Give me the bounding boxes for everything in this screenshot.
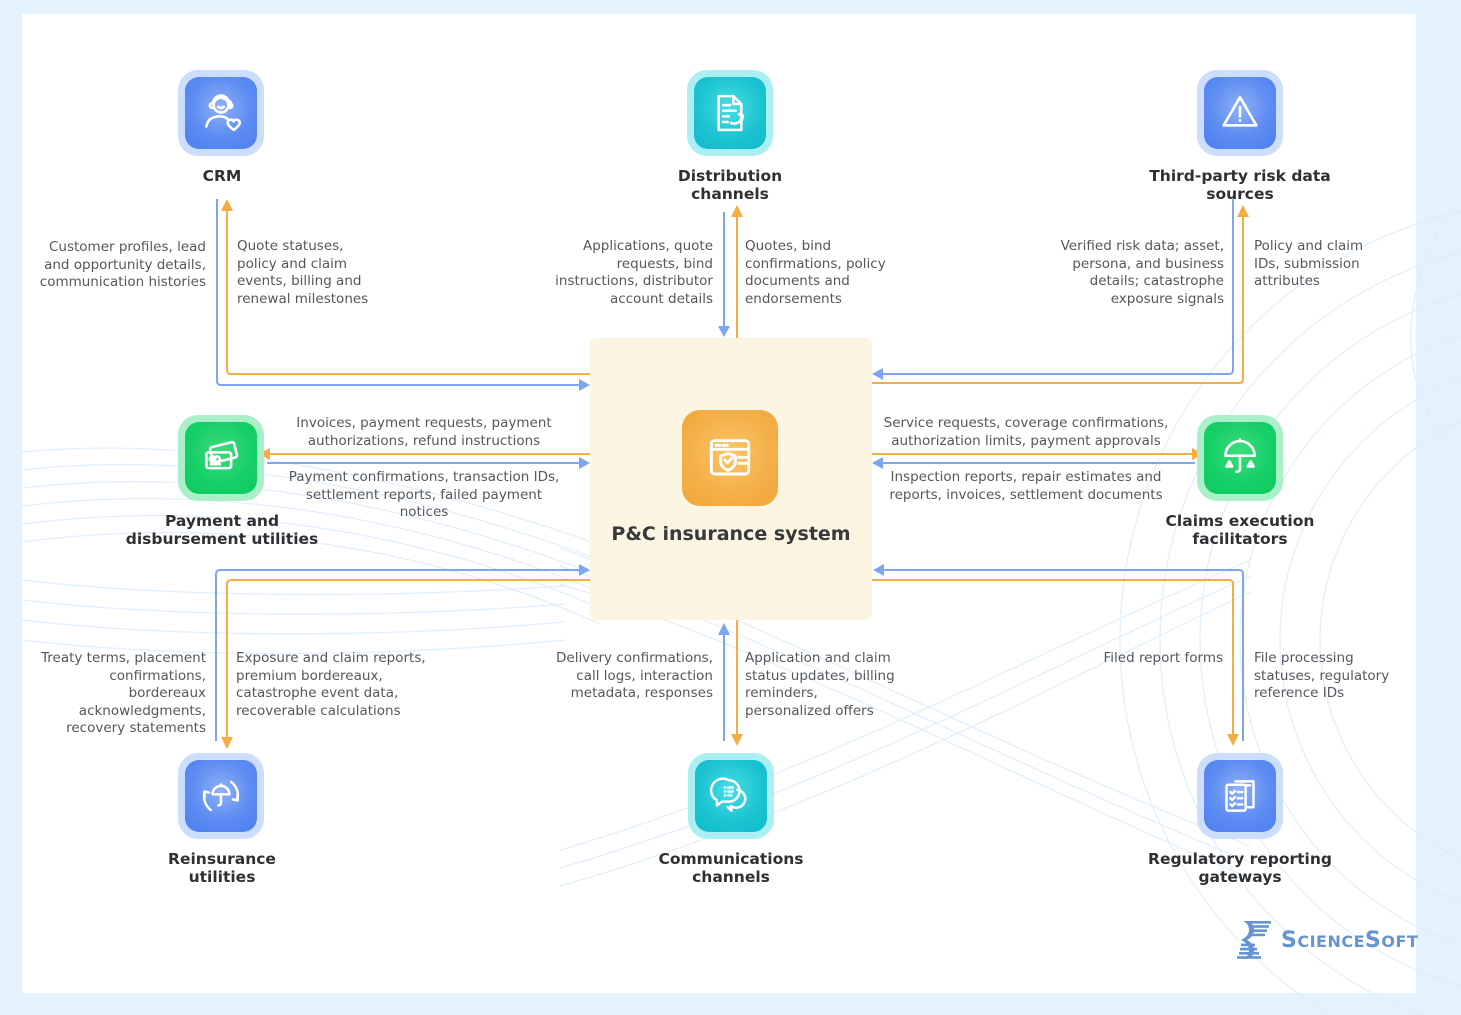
crm-to-system-label: Customer profiles, lead and opportunity … [39, 239, 206, 291]
logo-letters: cience [1297, 931, 1366, 951]
communications-title: Communications channels [658, 850, 804, 887]
reinsurance-to-node-label: Exposure and claim reports, premium bord… [236, 650, 426, 719]
third-party-node [1197, 70, 1283, 156]
regulatory-to-system-label: File processing statuses, regulatory ref… [1254, 650, 1390, 702]
communications-to-node-label: Application and claim status updates, bi… [745, 650, 895, 719]
warning-triangle-icon [1204, 77, 1276, 149]
reinsurance-node [178, 753, 264, 839]
distribution-title: Distribution channels [677, 167, 783, 204]
payment-node [178, 415, 264, 501]
claims-node [1197, 415, 1283, 501]
third-party-title: Third-party risk data sources [1149, 167, 1331, 204]
regulatory-node [1197, 753, 1283, 839]
distribution-to-system-label: Applications, quote requests, bind instr… [555, 238, 713, 307]
insurance-system-title: P&C insurance system [611, 523, 851, 545]
logo-letter: S [1365, 927, 1382, 953]
document-share-icon [694, 77, 766, 149]
distribution-node [687, 70, 773, 156]
reinsurance-title: Reinsurance utilities [168, 850, 276, 887]
reinsurance-to-system-label: Treaty terms, placement confirmations, b… [41, 650, 206, 737]
sciencesoft-logo-mark [1235, 921, 1271, 959]
regulatory-title: Regulatory reporting gateways [1148, 850, 1332, 887]
communications-to-system-label: Delivery confirmations, call logs, inter… [556, 650, 713, 702]
claims-to-system-label: Inspection reports, repair estimates and… [889, 469, 1163, 503]
communications-node [688, 753, 774, 839]
umbrella-cycle-icon [185, 760, 257, 832]
crm-node [178, 70, 264, 156]
crm-title: CRM [202, 167, 242, 185]
umbrella-claims-icon [1204, 422, 1276, 494]
logo-letters: oft [1381, 931, 1419, 951]
claims-title: Claims execution facilitators [1165, 512, 1315, 549]
insurance-system-box: P&C insurance system [590, 338, 872, 620]
sciencesoft-logo: ScienceSoft [1233, 919, 1418, 961]
third-party-to-node-label: Policy and claim IDs, submission attribu… [1254, 238, 1364, 290]
payment-to-node-label: Invoices, payment requests, payment auth… [296, 415, 552, 449]
sciencesoft-logo-text: ScienceSoft [1281, 928, 1418, 953]
insurance-system-icon [682, 410, 778, 506]
third-party-to-system-label: Verified risk data; asset, persona, and … [1060, 238, 1224, 307]
person-heart-icon [185, 77, 257, 149]
logo-letter: S [1281, 927, 1298, 953]
chat-bubbles-icon [695, 760, 767, 832]
distribution-to-node-label: Quotes, bind confirmations, policy docum… [745, 238, 886, 307]
payment-title: Payment and disbursement utilities [125, 512, 319, 549]
credit-cards-icon [185, 422, 257, 494]
crm-to-node-label: Quote statuses, policy and claim events,… [237, 238, 369, 307]
checklist-documents-icon [1204, 760, 1276, 832]
claims-to-node-label: Service requests, coverage confirmations… [883, 415, 1169, 449]
payment-to-system-label: Payment confirmations, transaction IDs, … [288, 469, 560, 521]
regulatory-to-node-label: Filed report forms [1103, 650, 1223, 666]
